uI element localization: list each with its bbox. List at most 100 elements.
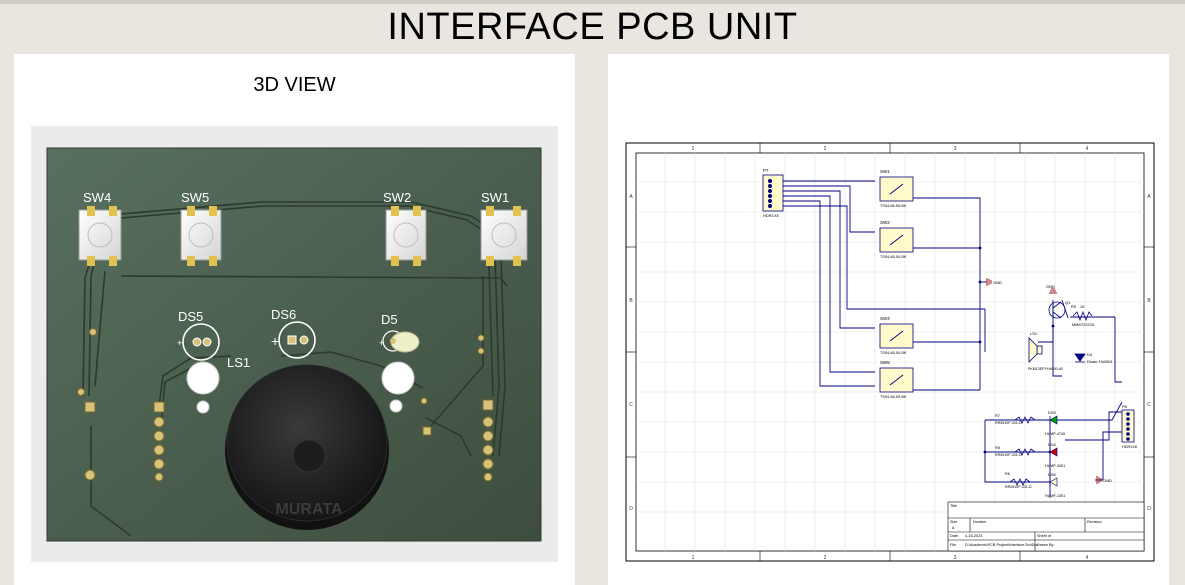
column-label: 2 bbox=[824, 555, 827, 561]
led-symbol-ds5: DS5 HLMP-4740 bbox=[1045, 410, 1065, 436]
r7-part: RR0510P-331-D bbox=[995, 421, 1022, 425]
pad bbox=[77, 388, 85, 396]
mounting-hole bbox=[381, 361, 415, 395]
row-label: C bbox=[629, 402, 633, 408]
row-label: D bbox=[629, 506, 633, 512]
tb-revision-label: Revision bbox=[1087, 520, 1102, 524]
q1-part: MMBT2222A bbox=[1072, 323, 1095, 327]
d4-part: Diode 1N4001 bbox=[1087, 359, 1113, 364]
p8-part: HDR1X6 bbox=[1122, 445, 1137, 449]
column-label: 1 bbox=[692, 555, 695, 561]
column-label: 4 bbox=[1086, 146, 1089, 152]
mounting-hole bbox=[389, 399, 403, 413]
pcb-render-frame: SW4 SW5 SW2 SW1 DS5 DS6 D5 LS1 + + + bbox=[31, 126, 558, 562]
led-ds5 bbox=[182, 323, 220, 361]
speaker-ls1 bbox=[1028, 337, 1043, 363]
connector-p8: P8 HDR1X6 bbox=[1121, 404, 1137, 449]
mounting-hole bbox=[196, 400, 210, 414]
column-label: 4 bbox=[1086, 555, 1089, 561]
tb-sheet-label: Sheet of bbox=[1037, 534, 1052, 538]
schematic-diagram: 1 2 3 4 1 2 3 4 A B C D A B C D bbox=[625, 142, 1155, 562]
resistor-r6: R6 RR0510P-331-D bbox=[1005, 472, 1032, 489]
pad bbox=[89, 328, 97, 336]
sw5-ref: SW5 bbox=[880, 360, 890, 365]
ls1-ref: LS1 bbox=[1030, 331, 1038, 336]
label-ds5: DS5 bbox=[178, 309, 203, 324]
3d-view-panel: 3D VIEW bbox=[14, 54, 575, 585]
tb-size-value: A bbox=[952, 526, 955, 530]
tb-date-label: Date bbox=[950, 534, 958, 538]
sw1-ref: SW1 bbox=[880, 169, 890, 174]
gnd-label: GND bbox=[1046, 284, 1055, 289]
buzzer-marking: MURATA bbox=[276, 501, 343, 518]
pad bbox=[84, 469, 96, 481]
switch-symbol-sw2: SW2 TS04-66-50-BK bbox=[879, 220, 914, 259]
transistor-q1 bbox=[1048, 301, 1066, 319]
sw5-part: TS04-66-50-BK bbox=[880, 395, 907, 399]
pad bbox=[477, 334, 485, 342]
row-label: B bbox=[1147, 298, 1151, 304]
polarity-mark-ds5: + bbox=[177, 338, 182, 348]
label-sw4: SW4 bbox=[83, 190, 111, 205]
column-label: 2 bbox=[824, 146, 827, 152]
label-d5: D5 bbox=[381, 312, 398, 327]
pcb-3d-render: SW4 SW5 SW2 SW1 DS5 DS6 D5 LS1 + + + bbox=[46, 147, 542, 542]
switch-sw1 bbox=[480, 206, 528, 266]
row-label: D bbox=[1147, 506, 1151, 512]
label-sw5: SW5 bbox=[181, 190, 209, 205]
row-label: A bbox=[1147, 194, 1151, 200]
gnd-symbol bbox=[1096, 476, 1102, 484]
ds4-part: HLMP-3301 bbox=[1045, 464, 1065, 468]
ls1-part: PKM13EPYH4000-A0 bbox=[1028, 367, 1063, 371]
r6-part: RR0510P-331-D bbox=[1005, 485, 1032, 489]
switch-sw2 bbox=[385, 206, 427, 266]
pad bbox=[84, 401, 96, 413]
header-left bbox=[153, 401, 165, 482]
r9-value: 1K bbox=[1080, 305, 1085, 309]
polarity-mark-d5: + bbox=[379, 338, 384, 348]
ds6-part: HLMP-1301 bbox=[1045, 494, 1065, 498]
ds5-part: HLMP-4740 bbox=[1045, 432, 1065, 436]
schematic-panel: 1 2 3 4 1 2 3 4 A B C D A B C D bbox=[608, 54, 1169, 585]
led-d5 bbox=[382, 330, 420, 353]
top-border bbox=[0, 0, 1185, 4]
pad bbox=[477, 347, 485, 355]
r7-ref: R7 bbox=[995, 414, 1000, 418]
switch-symbol-sw4: SW4 TS04-66-50-BK bbox=[879, 316, 914, 355]
pad bbox=[420, 397, 428, 405]
row-label: C bbox=[1147, 402, 1151, 408]
sheet-inner-border bbox=[635, 152, 1145, 552]
resistor-r9 bbox=[1072, 310, 1093, 322]
buzzer-ls1: MURATA bbox=[225, 364, 389, 530]
tb-number-label: Number bbox=[973, 520, 987, 524]
sw4-ref: SW4 bbox=[880, 316, 890, 321]
resistor-r7: R7 RR0510P-331-D bbox=[995, 414, 1036, 425]
p7-ref: P7 bbox=[763, 168, 769, 173]
sw4-part: TS04-66-50-BK bbox=[880, 351, 907, 355]
column-label: 3 bbox=[954, 555, 957, 561]
tb-file-label: File bbox=[950, 543, 956, 547]
sw1-part: TS04-66-50-BK bbox=[880, 204, 907, 208]
gnd-label: GND bbox=[1103, 478, 1112, 483]
p8-ref: P8 bbox=[1122, 404, 1128, 409]
title-block bbox=[947, 501, 1145, 552]
connector-p7: P7 HDR1X5 bbox=[762, 168, 784, 218]
led-ds6 bbox=[278, 321, 316, 359]
tb-title-label: Title bbox=[950, 504, 957, 508]
q1-ref: Q1 bbox=[1065, 300, 1071, 305]
d4-ref: D4 bbox=[1087, 352, 1093, 357]
tb-size-label: Size bbox=[950, 520, 957, 524]
label-ls1: LS1 bbox=[227, 355, 250, 370]
gnd-label: GND bbox=[993, 280, 1002, 285]
zone-ticks bbox=[626, 143, 1154, 561]
3d-view-title: 3D VIEW bbox=[253, 74, 336, 96]
led-symbol-ds6: DS6 HLMP-1301 bbox=[1045, 472, 1065, 498]
diode-d4 bbox=[1074, 353, 1086, 363]
label-sw2: SW2 bbox=[383, 190, 411, 205]
tb-date-value: 4-15-2023 bbox=[965, 534, 982, 538]
row-label: A bbox=[629, 194, 633, 200]
led-symbol-ds4: DS4 HLMP-3301 bbox=[1045, 442, 1065, 468]
gnd-symbol bbox=[1049, 288, 1057, 294]
header-right bbox=[482, 399, 494, 482]
schematic-frame: 1 2 3 4 1 2 3 4 A B C D A B C D bbox=[625, 142, 1155, 562]
